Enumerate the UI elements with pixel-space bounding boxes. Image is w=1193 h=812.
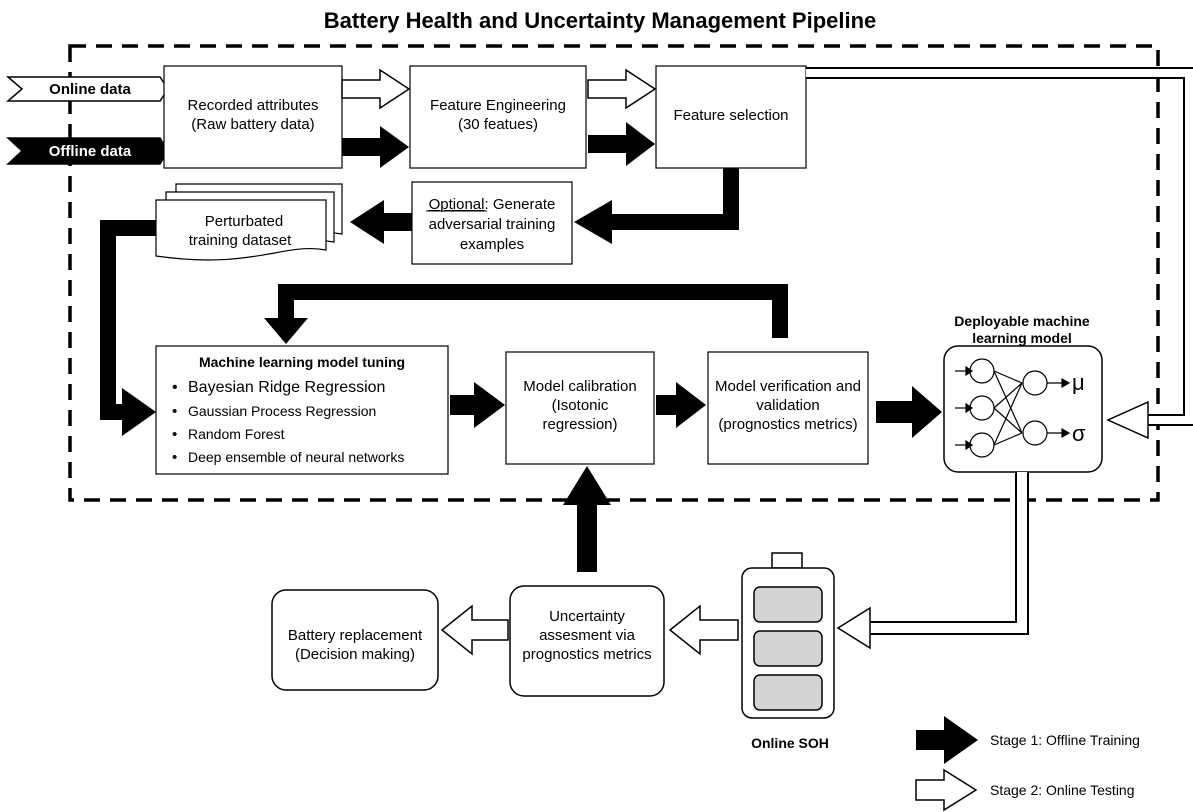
feature-selection-label: Feature selection — [673, 107, 788, 124]
diagram-title: Battery Health and Uncertainty Managemen… — [324, 8, 877, 33]
offline-data-label: Offline data — [49, 143, 132, 160]
deployable-model: Deployable machine learning model — [943, 313, 1103, 473]
online-route-to-battery-outline — [870, 472, 1029, 635]
offline-route-to-tuning — [100, 220, 156, 420]
mu-output: μ — [1072, 370, 1085, 395]
online-data-input: Online data — [5, 76, 169, 102]
uncertainty-line-1: Uncertainty — [549, 608, 625, 625]
offline-arrow-1 — [342, 126, 409, 168]
online-route-head — [1106, 400, 1149, 440]
feature-engineering-box: Feature Engineering (30 featues) — [409, 65, 587, 169]
ml-item-gaussian: Gaussian Process Regression — [188, 403, 376, 419]
offline-route-to-tuning-head — [122, 388, 156, 436]
offline-arrow-tuning-calibration — [450, 382, 505, 428]
legend-offline-arrow — [916, 716, 978, 764]
perturbated-dataset-doc: Perturbated training dataset — [155, 183, 343, 261]
feature-selection-box: Feature selection — [655, 65, 807, 169]
online-arrow-2 — [587, 68, 657, 110]
calibration-line-1: Model calibration — [523, 378, 636, 395]
ml-item-random-forest: Random Forest — [188, 426, 285, 442]
online-arrow-1 — [341, 68, 411, 110]
sigma-output: σ — [1072, 421, 1086, 446]
uncertainty-line-3: prognostics metrics — [522, 646, 651, 663]
ml-tuning-title: Machine learning model tuning — [199, 354, 405, 370]
perturbated-line-2: training dataset — [189, 232, 292, 249]
perturbated-line-1: Perturbated — [205, 213, 283, 230]
online-route-fill — [806, 69, 1193, 424]
replacement-line-1: Battery replacement — [288, 627, 423, 644]
replacement-line-2: (Decision making) — [295, 646, 415, 663]
uncertainty-box: Uncertainty assesment via prognostics me… — [509, 585, 665, 697]
feedback-loop-route — [278, 284, 788, 338]
battery-icon — [741, 552, 835, 719]
legend-stage2-label: Stage 2: Online Testing — [990, 782, 1135, 798]
offline-stage-boundary — [68, 44, 1160, 502]
adversarial-line-2: adversarial training — [429, 216, 556, 233]
calibration-line-3: regression) — [542, 416, 617, 433]
ml-item-bayesian: Bayesian Ridge Regression — [188, 379, 385, 396]
offline-arrow-2 — [588, 122, 655, 166]
offline-arrow-verification-deployable — [876, 386, 942, 438]
ml-bullet-1: • — [172, 379, 178, 396]
model-calibration-box: Model calibration (Isotonic regression) — [505, 351, 655, 465]
ml-bullet-3: • — [172, 426, 177, 443]
online-route-to-battery-fill — [870, 472, 1027, 633]
optional-label: Optional — [429, 196, 485, 213]
ml-item-deep-ensemble: Deep ensemble of neural networks — [188, 449, 404, 465]
verification-line-2: validation — [756, 397, 819, 414]
feedback-loop-head — [264, 318, 308, 344]
online-arrow-battery-uncertainty — [668, 604, 739, 656]
adversarial-line-3: examples — [460, 236, 524, 253]
adversarial-box: Optional: Generate adversarial training … — [411, 181, 573, 265]
online-data-label: Online data — [49, 81, 131, 98]
offline-arrow-uncertainty-calibration — [563, 466, 611, 572]
offline-arrow-calibration-verification — [656, 382, 706, 428]
model-verification-box: Model verification and validation (progn… — [707, 351, 869, 465]
legend-online-arrow — [915, 768, 978, 812]
offline-arrow-to-perturbated — [350, 200, 412, 244]
feature-engineering-line-1: Feature Engineering — [430, 97, 566, 114]
legend-stage1-label: Stage 1: Offline Training — [990, 732, 1140, 748]
deployable-title-2: learning model — [972, 330, 1072, 346]
neural-network-icon — [955, 358, 1071, 458]
deployable-title-1: Deployable machine — [954, 313, 1090, 329]
online-route-to-battery-head — [836, 606, 871, 650]
verification-line-1: Model verification and — [715, 378, 861, 395]
offline-route-to-adversarial-head — [574, 200, 612, 244]
legend: Stage 1: Offline Training Stage 2: Onlin… — [915, 716, 1140, 812]
online-arrow-uncertainty-replacement — [440, 604, 509, 656]
recorded-line-2: (Raw battery data) — [191, 116, 314, 133]
feature-engineering-line-2: (30 featues) — [458, 116, 538, 133]
adversarial-line-1: Optional: Generate — [429, 196, 556, 213]
recorded-line-1: Recorded attributes — [188, 97, 319, 114]
offline-route-to-adversarial — [612, 168, 739, 230]
battery-replacement-box: Battery replacement (Decision making) — [271, 589, 439, 691]
recorded-attributes-box: Recorded attributes (Raw battery data) — [163, 65, 343, 169]
ml-bullet-4: • — [172, 449, 177, 466]
verification-line-3: (prognostics metrics) — [718, 416, 857, 433]
uncertainty-line-2: assesment via — [539, 627, 636, 644]
online-soh-label: Online SOH — [751, 735, 829, 751]
calibration-line-2: (Isotonic — [552, 397, 609, 414]
ml-bullet-2: • — [172, 403, 177, 420]
offline-data-input: Offline data — [6, 137, 169, 165]
adversarial-line-1-rest: : Generate — [484, 196, 555, 213]
ml-tuning-box: Machine learning model tuning • Bayesian… — [155, 345, 449, 475]
